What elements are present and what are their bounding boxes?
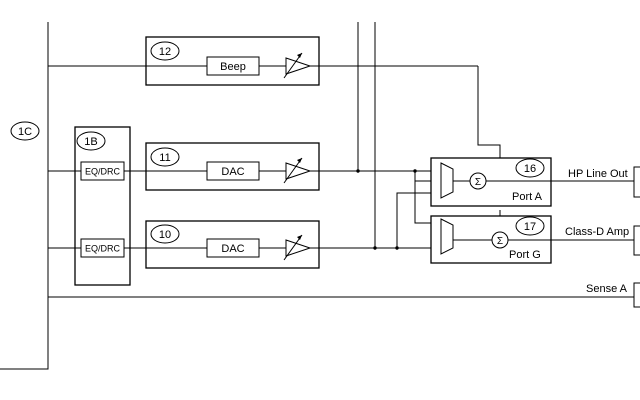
node-12: 12 Beep: [145, 36, 320, 86]
node-1c: 1C: [0, 22, 49, 370]
node-12-label: 12: [159, 46, 171, 58]
beep-amplifier-icon: [283, 52, 312, 79]
dac-10-label: DAC: [221, 243, 244, 255]
node-17-label: 17: [524, 221, 536, 233]
node-1c-label: 1C: [18, 126, 32, 138]
node-1b-box: [74, 126, 131, 286]
node-17-badge: [515, 216, 545, 236]
node-16-port-a: Σ 16 Port A: [430, 157, 634, 207]
node-16-badge: [515, 158, 545, 178]
eq-drc-bottom-label: EQ/DRC: [85, 244, 121, 254]
node-1b: 1B EQ/DRC EQ/DRC: [74, 126, 131, 286]
signal-wires: [48, 65, 634, 298]
node-10: 10 DAC: [145, 220, 320, 269]
outputs: HP Line Out Class-D Amp Sense A: [565, 166, 640, 308]
node-11-badge: [150, 147, 180, 167]
node-17-port-g: Σ 17 Port G: [430, 215, 634, 264]
sense-a-terminal: [633, 282, 640, 308]
port-g-mux-icon: [440, 218, 454, 255]
hp-line-out-label: HP Line Out: [568, 168, 628, 180]
node-1b-label: 1B: [84, 136, 97, 148]
beep-label: Beep: [220, 61, 246, 73]
hp-line-out-terminal: [633, 166, 640, 198]
node-10-label: 10: [159, 229, 171, 241]
port-g-label: Port G: [509, 249, 541, 261]
dac-11-label: DAC: [221, 166, 244, 178]
node-16-label: 16: [524, 163, 536, 175]
junction-dots: [356, 169, 417, 250]
port-a-label: Port A: [512, 191, 543, 203]
port-a-mux-icon: [440, 162, 454, 199]
node-10-badge: [150, 224, 180, 244]
class-d-amp-label: Class-D Amp: [565, 226, 629, 238]
eq-drc-top-label: EQ/DRC: [85, 167, 121, 177]
node-12-badge: [150, 41, 180, 61]
node-11-label: 11: [159, 152, 170, 164]
port-a-sum-symbol: Σ: [475, 177, 481, 188]
node-1b-badge: [76, 131, 106, 151]
node-1c-badge: [10, 121, 40, 141]
class-d-amp-terminal: [633, 225, 640, 256]
node-11: 11 DAC: [145, 142, 320, 191]
sense-a-label: Sense A: [586, 283, 628, 295]
port-g-sum-symbol: Σ: [497, 236, 503, 247]
